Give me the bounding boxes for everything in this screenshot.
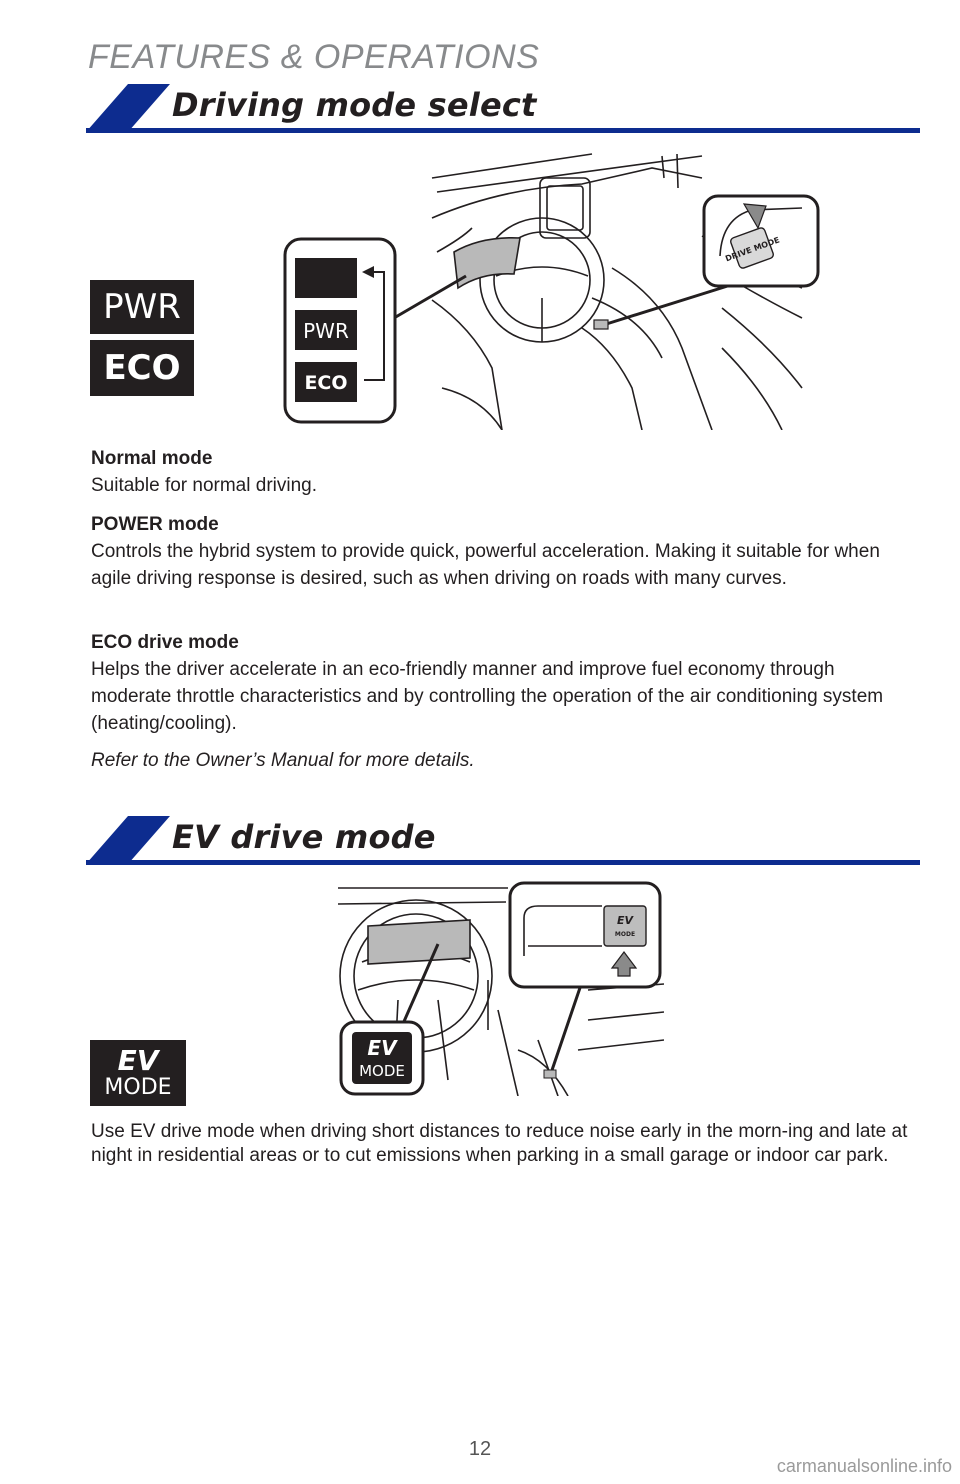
switch-panel-outline — [523, 905, 602, 956]
title-bar-parallelogram — [86, 84, 170, 132]
ev-switch-line2: MODE — [615, 931, 635, 938]
ev-icon-line1: EV — [117, 1044, 159, 1077]
title-bar-underline — [86, 128, 920, 133]
pwr-mode-icon: PWR — [90, 280, 194, 334]
mode-title: ECO drive mode — [91, 632, 239, 653]
mode-title: POWER mode — [91, 514, 219, 535]
title-bar-underline — [86, 860, 920, 865]
cluster-highlight — [453, 236, 521, 290]
eco-mode-indicator — [295, 362, 357, 402]
mode-body: Helps the driver accelerate in an eco-fr… — [91, 659, 884, 734]
switch-callout-line — [599, 282, 735, 328]
normal-mode-indicator — [295, 258, 357, 298]
drive-mode-switch — [730, 227, 774, 269]
eco-indicator-label: ECO — [304, 372, 347, 394]
ev-mode-icon: EV MODE — [90, 1040, 186, 1106]
mode-body: Suitable for normal driving. — [91, 475, 317, 496]
mode-cycle-arrow — [364, 271, 385, 381]
section-title-driving-mode: Driving mode select — [172, 86, 537, 124]
section-title-ev-mode: EV drive mode — [172, 818, 436, 856]
press-arrow — [610, 951, 638, 977]
mode-description-power: POWER mode Controls the hybrid system to… — [91, 512, 911, 592]
driving-mode-illustration: PWR ECO DRIVE MODE — [283, 153, 820, 430]
cluster-highlight — [367, 919, 471, 965]
pwr-indicator-label: PWR — [303, 319, 349, 343]
ev-icon-line2: MODE — [104, 1075, 172, 1100]
press-arrow — [742, 203, 767, 230]
ev-mode-description: Use EV drive mode when driving short dis… — [91, 1120, 916, 1168]
ev-mode-illustration: EV MODE EV MODE — [338, 881, 664, 1096]
owners-manual-note: Refer to the Owner’s Manual for more det… — [91, 750, 475, 771]
ev-mode-switch — [603, 905, 647, 947]
mode-description-normal: Normal mode Suitable for normal driving. — [91, 446, 911, 499]
ev-mode-body: Use EV drive mode when driving short dis… — [91, 1121, 908, 1166]
ev-switch-line1: EV — [617, 914, 635, 927]
mode-cycle-arrowhead — [362, 266, 374, 278]
eco-mode-icon: ECO — [90, 340, 194, 396]
section-title-bar — [86, 84, 920, 133]
ev-indicator-line1: EV — [367, 1036, 398, 1060]
mode-body: Controls the hybrid system to provide qu… — [91, 541, 880, 589]
switch-callout-line — [548, 975, 586, 1077]
pwr-icon-label: PWR — [103, 287, 181, 327]
watermark: carmanualsonline.info — [776, 1456, 952, 1476]
ev-indicator-line2: MODE — [359, 1062, 405, 1080]
page-number: 12 — [468, 1438, 492, 1460]
title-bar-parallelogram — [86, 816, 170, 864]
pwr-mode-indicator — [295, 310, 357, 350]
cluster-callout-line — [400, 943, 440, 1027]
eco-icon-label: ECO — [103, 348, 181, 388]
ev-indicator — [352, 1032, 412, 1084]
cluster-callout-line — [393, 274, 467, 320]
mode-description-eco: ECO drive mode Helps the driver accelera… — [91, 630, 911, 737]
section-title-bar-ev — [86, 816, 920, 865]
console-switch-location — [593, 319, 609, 330]
page-header-label: FEATURES & OPERATIONS — [88, 38, 540, 76]
ev-switch-location — [543, 1069, 557, 1079]
mode-title: Normal mode — [91, 448, 213, 469]
